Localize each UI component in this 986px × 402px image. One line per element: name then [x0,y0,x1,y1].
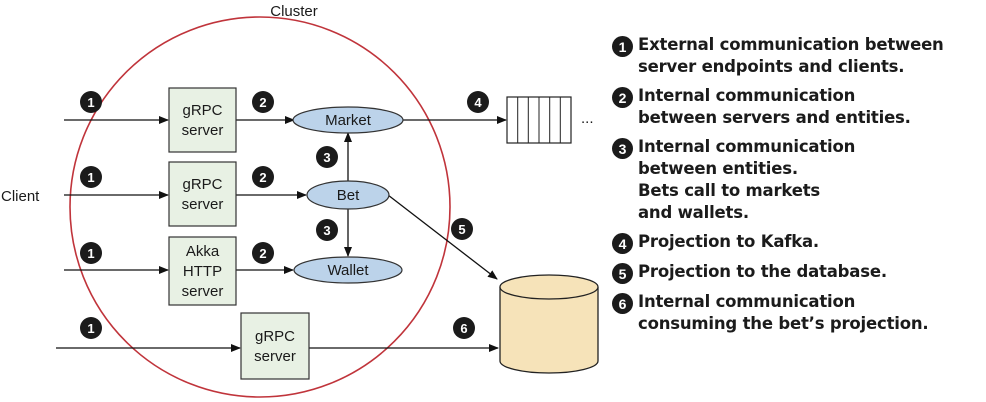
svg-text:2: 2 [259,95,266,110]
legend-text: Projection to the database. [638,262,887,281]
legend-number-badge: 4 [612,233,633,254]
wallet-entity: Wallet [293,256,403,284]
marker-5-database: 5 [451,218,473,240]
server-label-line: Akka [186,243,220,260]
architecture-diagram: Cluster Client gRPC server gRPC server A… [1,3,599,398]
cluster-boundary [69,16,451,398]
legend-item-5: 5 Projection to the database. [612,261,984,284]
grpc-server-2: gRPC server [168,161,237,227]
grpc-projection-server: gRPC server [240,312,310,380]
svg-text:4: 4 [474,95,482,110]
bet-to-database-arrow [387,194,498,280]
entity-label: Wallet [327,262,369,279]
cluster-label: Cluster [270,3,318,20]
client-label: Client [1,188,40,205]
svg-text:1: 1 [87,246,94,261]
queue-ellipsis: ... [581,110,594,127]
legend-number-badge: 5 [612,263,633,284]
legend-text: External communication between server en… [638,35,944,76]
marker-1-client: 1 [80,166,102,188]
marker-2-bet: 2 [252,166,274,188]
marker-4-kafka: 4 [467,91,489,113]
server-label-line: server [182,283,224,300]
marker-1-bottom: 1 [80,317,102,339]
svg-text:1: 1 [87,95,94,110]
market-entity: Market [292,106,404,134]
marker-2-wallet: 2 [252,242,274,264]
svg-text:5: 5 [458,222,465,237]
server-label-line: gRPC [182,102,222,119]
kafka-queue: ... [506,96,594,144]
svg-text:2: 2 [259,246,266,261]
marker-3-wallet: 3 [316,219,338,241]
legend-number-badge: 2 [612,87,633,108]
legend-item-6: 6 Internal communication consuming the b… [612,291,984,335]
svg-text:3: 3 [323,223,330,238]
legend-text: Internal communication between entities.… [638,137,856,222]
server-label-line: gRPC [255,328,295,345]
legend-text: Projection to Kafka. [638,232,820,251]
svg-text:6: 6 [460,321,467,336]
legend-item-4: 4 Projection to Kafka. [612,231,984,254]
server-label-line: server [182,122,224,139]
legend-item-3: 3 Internal communication between entitie… [612,136,984,224]
marker-1-akka: 1 [80,242,102,264]
legend-number-badge: 6 [612,293,633,314]
svg-text:1: 1 [87,321,94,336]
svg-text:3: 3 [323,150,330,165]
entity-label: Market [325,112,372,129]
legend-number-badge: 1 [612,36,633,57]
legend: 1 External communication between server … [612,34,984,342]
marker-6-projection: 6 [453,317,475,339]
legend-item-1: 1 External communication between server … [612,34,984,78]
legend-item-2: 2 Internal communication between servers… [612,85,984,129]
svg-text:1: 1 [87,170,94,185]
server-label-line: server [254,348,296,365]
bet-entity: Bet [306,180,390,210]
marker-2-market: 2 [252,91,274,113]
server-label-line: gRPC [182,176,222,193]
legend-text: Internal communication between servers a… [638,86,911,127]
legend-number-badge: 3 [612,138,633,159]
marker-3-market: 3 [316,146,338,168]
akka-http-server: Akka HTTP server [168,236,237,306]
server-label-line: server [182,196,224,213]
marker-1-top: 1 [80,91,102,113]
database-cylinder [499,274,599,374]
server-label-line: HTTP [183,263,222,280]
grpc-server-1: gRPC server [168,87,237,153]
legend-text: Internal communication consuming the bet… [638,292,929,333]
svg-text:2: 2 [259,170,266,185]
entity-label: Bet [337,187,360,204]
